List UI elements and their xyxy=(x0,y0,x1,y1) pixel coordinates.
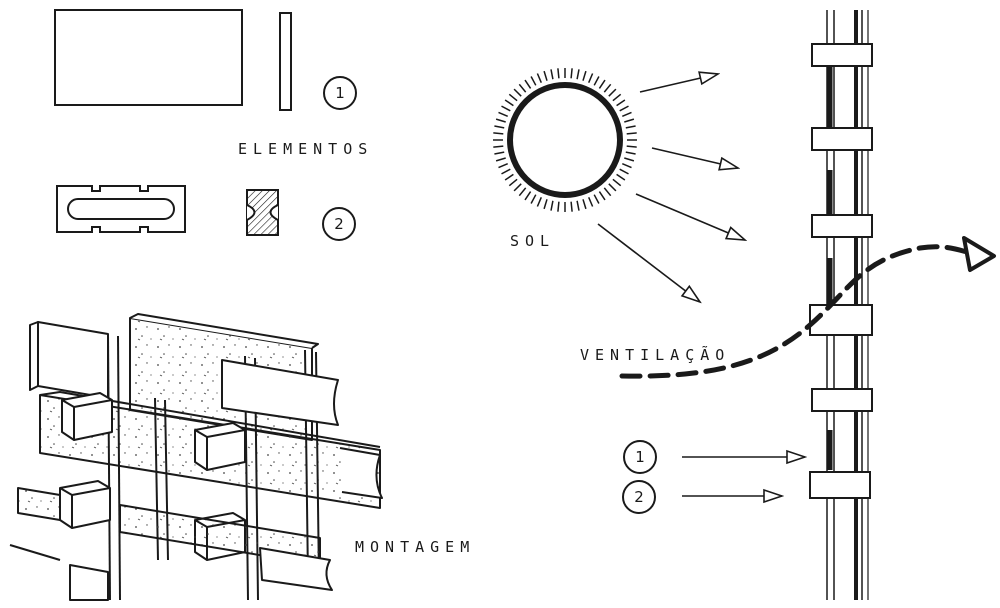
sun-tick xyxy=(625,125,636,129)
sun-tick xyxy=(498,111,508,117)
element-1-panel-side xyxy=(279,12,292,111)
sun-tick xyxy=(550,69,554,80)
sun-tick xyxy=(603,83,612,93)
sun-ray-arrows xyxy=(597,74,745,302)
sun-tick xyxy=(495,157,506,162)
sun-tick xyxy=(513,88,522,97)
sun-tick xyxy=(624,118,635,123)
wall-block-4 xyxy=(809,304,873,336)
sun-tick xyxy=(524,191,532,201)
sun-tick xyxy=(625,151,636,155)
marker-circle-1-wall: 1 xyxy=(623,440,657,474)
sun-tick xyxy=(570,68,573,79)
marker-circle-1-elementos: 1 xyxy=(323,76,357,110)
sun-tick xyxy=(593,194,600,204)
sun-tick xyxy=(550,200,554,211)
spacer-cube-b xyxy=(194,422,246,471)
sun-tick xyxy=(501,168,511,175)
sun-tick xyxy=(543,199,548,210)
sun-tick xyxy=(608,88,617,97)
wall-block-1 xyxy=(811,43,873,67)
element-2-block-slot xyxy=(67,198,175,220)
sun-tick xyxy=(619,168,629,175)
sun-tick xyxy=(508,93,518,102)
sun-ray-1 xyxy=(639,74,718,93)
sun-tick xyxy=(536,73,542,83)
sun-tick xyxy=(603,187,612,197)
sun-tick xyxy=(576,200,580,211)
sun-tick xyxy=(582,70,587,81)
sun-tick xyxy=(622,111,632,117)
sun-tick xyxy=(557,68,560,79)
sun-ray-2 xyxy=(651,147,738,168)
sun-tick xyxy=(504,173,514,181)
sun-tick xyxy=(576,69,580,80)
sun-tick xyxy=(616,99,626,107)
sun-tick xyxy=(501,105,511,112)
label-ventilacao: VENTILAÇÃO xyxy=(580,346,731,364)
sun-tick xyxy=(608,183,617,192)
sun-tick xyxy=(624,157,635,162)
sun-tick xyxy=(494,125,505,129)
sun-ray-4 xyxy=(597,223,700,302)
element-1-group xyxy=(54,9,292,111)
label-elementos: ELEMENTOS xyxy=(238,140,374,158)
montagem-sketch xyxy=(9,313,383,601)
sun-tick xyxy=(513,183,522,192)
wall-block-3 xyxy=(811,214,873,238)
label-montagem: MONTAGEM xyxy=(355,538,476,556)
spacer-cube-c xyxy=(59,480,111,529)
sun-tick xyxy=(498,163,508,169)
sun-tick xyxy=(582,199,587,210)
sun-tick xyxy=(524,79,532,89)
sun-tick xyxy=(493,145,504,148)
sun-tick xyxy=(518,83,527,93)
sun-tick xyxy=(619,105,629,112)
sun-tick xyxy=(622,163,632,169)
sun-tick xyxy=(536,197,542,207)
sun-tick xyxy=(626,145,637,148)
sun-tick xyxy=(612,178,622,187)
wall-block-2 xyxy=(811,127,873,151)
sun-tick xyxy=(504,99,514,107)
element-2-group xyxy=(56,185,279,236)
sun-tick xyxy=(530,194,537,204)
sun-tick xyxy=(626,132,637,135)
sun-tick xyxy=(495,118,506,123)
marker-circle-2-wall: 2 xyxy=(622,480,656,514)
sun-tick xyxy=(530,76,537,86)
sun-tick xyxy=(598,79,606,89)
spacer-cube-a xyxy=(61,392,113,441)
marker-arrows xyxy=(682,457,805,496)
sun-tick xyxy=(598,191,606,201)
sun-tick xyxy=(508,178,518,187)
sun-tick xyxy=(612,93,622,102)
sun-tick xyxy=(557,201,560,212)
sun-tick xyxy=(588,197,594,207)
sun-tick xyxy=(593,76,600,86)
sun-tick xyxy=(543,70,548,81)
marker-circle-2-elementos: 2 xyxy=(322,207,356,241)
wall-block-6 xyxy=(809,471,871,499)
sun-ray-3 xyxy=(635,193,745,240)
sun-tick xyxy=(494,151,505,155)
element-2-block-plan xyxy=(56,185,186,233)
ventilation-flow-line xyxy=(619,244,983,379)
wall-section xyxy=(809,10,873,600)
sun-icon xyxy=(493,68,637,212)
sun-tick xyxy=(570,201,573,212)
sun-tick xyxy=(616,173,626,181)
sun-tick xyxy=(588,73,594,83)
sun-tick xyxy=(518,187,527,197)
label-sol: SOL xyxy=(510,232,556,250)
wall-block-5 xyxy=(811,388,873,412)
ventilation-arrowhead xyxy=(962,236,996,272)
element-1-panel-front xyxy=(54,9,243,106)
sun-tick xyxy=(493,132,504,135)
